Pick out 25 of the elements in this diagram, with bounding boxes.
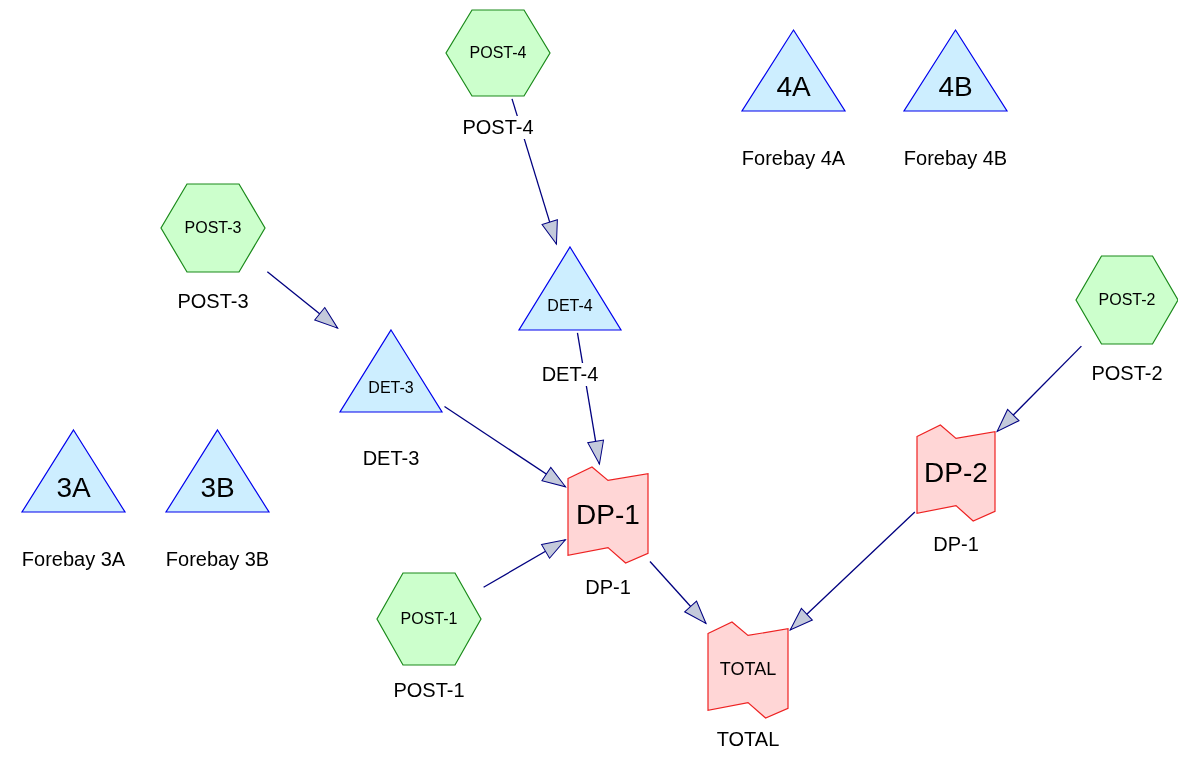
arrow [443,405,567,488]
node-caption: Forebay 4A [741,147,846,170]
node-label: 4A [776,70,811,102]
node-label: 4B [938,70,973,102]
node-caption: DET-4 [541,363,599,386]
node-label: POST-2 [1098,291,1156,309]
node-label: 3B [200,471,235,503]
node-label: POST-4 [469,44,527,62]
node-caption: Forebay 3A [21,548,126,571]
arrow [649,560,707,625]
node-label: DET-4 [547,296,593,314]
node-caption: Forebay 4B [903,147,1008,170]
node-label: 3A [56,471,91,503]
node-label: TOTAL [719,659,777,680]
node-label: DP-1 [576,499,640,531]
arrow [482,539,567,588]
node-caption: POST-4 [462,116,534,139]
node-label: POST-3 [184,219,242,237]
arrow [996,345,1083,433]
node-label: DP-2 [924,457,988,489]
arrow [266,271,339,329]
node-caption: Forebay 3B [165,548,270,571]
node-label: POST-1 [400,610,458,628]
node-label: DET-3 [368,378,414,396]
arrow [789,511,916,631]
